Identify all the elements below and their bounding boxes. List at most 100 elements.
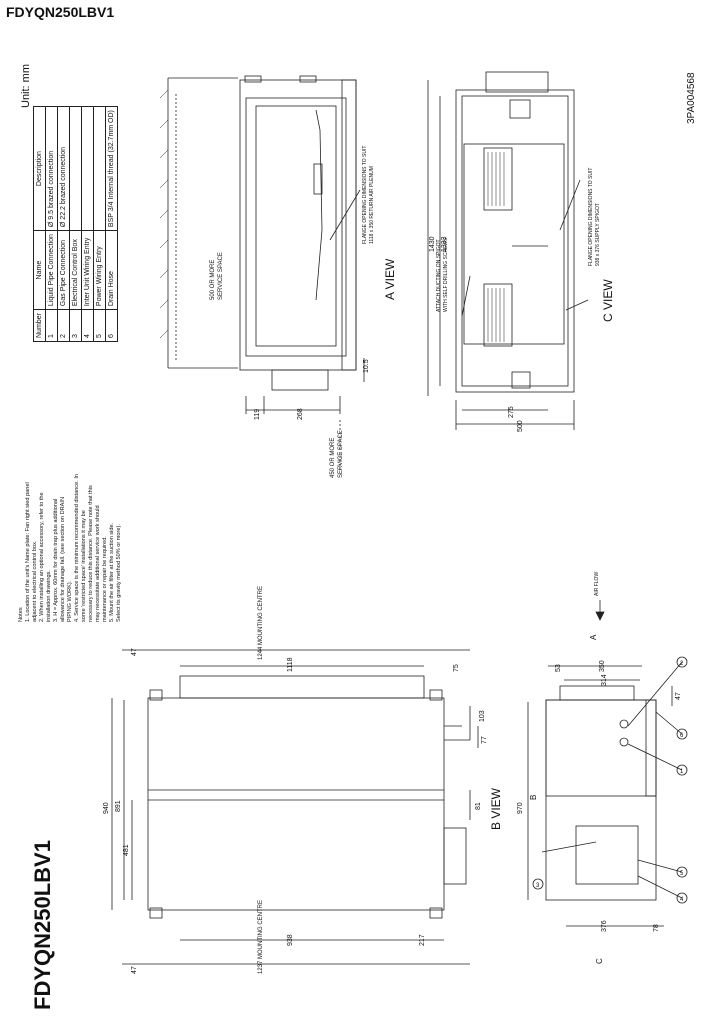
supply-spigot [575, 825, 639, 885]
dim-label: 81 [475, 802, 482, 810]
pipe-fitting [313, 163, 323, 195]
leader [329, 189, 361, 241]
pipe-port [619, 719, 629, 729]
dim-label: 1237 MOUNTING CENTRE [258, 900, 264, 974]
duct-note: WITH SELF DRILLING SCREWS [443, 237, 449, 312]
callout-number: 5 [680, 871, 684, 877]
callout-number: 3 [536, 883, 540, 889]
flange-note: FLANGE OPENING DIMENSIONS TO SUIT [362, 146, 368, 244]
section-a-label: A [589, 634, 598, 640]
dim-label: 500 [517, 420, 524, 432]
callout-circle [676, 656, 688, 668]
dim-label: 1430 [429, 236, 436, 252]
callout-circle [676, 892, 688, 904]
dim-label: 47 [675, 692, 682, 700]
dim-label: 350 [599, 660, 606, 672]
leader [627, 743, 683, 771]
callout-number: 2 [680, 661, 684, 667]
b-view-label: B VIEW [489, 787, 503, 830]
dim-label: 53 [555, 664, 562, 672]
dim-label: 103 [479, 710, 486, 722]
service-space-label: SERVICE SPACE [338, 430, 344, 478]
dim-label: 47 [131, 966, 138, 974]
hanger [429, 689, 443, 701]
service-space-label: SERVICE SPACE [218, 252, 224, 300]
top-box [485, 71, 549, 93]
dim-label: 119 [254, 409, 261, 420]
dim-label: 1333 [441, 236, 448, 252]
leader [461, 275, 471, 317]
hanger [149, 907, 163, 919]
fan-housing [483, 147, 513, 211]
dim-label: 10.5 [363, 359, 370, 373]
hatch [159, 89, 169, 339]
c-view-label: C VIEW [601, 279, 615, 322]
dim-label: 268 [297, 408, 304, 420]
hanger [429, 907, 443, 919]
a-view-drawing [427, 71, 589, 430]
fan-blades [487, 152, 505, 342]
section-b-label: B [529, 795, 538, 800]
duct-note: ATTACH DUCTING ON SPIGOT [436, 239, 442, 312]
leader [655, 711, 683, 735]
top-flange [559, 685, 635, 701]
fan-housing [483, 283, 513, 347]
leader [637, 859, 683, 873]
service-space-label: 500 OR MORE [210, 260, 216, 300]
leader [637, 875, 683, 899]
dim-label: 1118 [287, 657, 294, 672]
drain-box [271, 369, 329, 391]
side-frame [645, 699, 657, 797]
dim-label: 1244 MOUNTING CENTRE [258, 586, 264, 660]
b-view-drawing [527, 600, 688, 927]
service-space-label: 450 OR MORE [330, 438, 336, 478]
dim-label: 275 [508, 406, 515, 418]
dim-label: 77 [481, 736, 488, 744]
model-title: FDYQN250LBV1 [6, 4, 115, 20]
callout-circle [532, 878, 544, 890]
pipe [315, 109, 323, 301]
callout-number: 6 [680, 733, 684, 739]
end-panel [341, 79, 357, 371]
spigot-frame [463, 143, 565, 345]
callout-number: 1 [680, 769, 684, 775]
pipe-stubs [444, 725, 470, 741]
flange-note: FLANGE OPENING DIMENSIONS TO SUIT [588, 168, 594, 266]
dim-label: 47 [131, 648, 138, 656]
dim-label: 75 [453, 664, 460, 672]
control-box [443, 827, 467, 885]
leader [541, 841, 597, 853]
dim-label: 481 [123, 844, 130, 856]
a-view-inner [461, 95, 569, 387]
callout-circle [676, 764, 688, 776]
side-view [159, 75, 365, 470]
callout-number: 4 [680, 897, 684, 903]
dim-label: 376 [601, 920, 608, 932]
unit-inner [245, 97, 347, 357]
callout-circle [676, 728, 688, 740]
dim-label: 217 [419, 934, 426, 946]
terminal-block [509, 99, 531, 119]
dim-label: 940 [103, 802, 110, 814]
hanger [149, 689, 163, 701]
leader [559, 179, 581, 231]
bottom-view [111, 649, 479, 965]
pipe-port [619, 737, 629, 747]
bracket [299, 75, 317, 83]
b-view-upper [545, 699, 657, 797]
flange-note: 1118 x 350 RETURN AIR PLENUM [369, 166, 375, 244]
dim-label: 891 [115, 800, 122, 812]
leader [627, 661, 683, 727]
leader [565, 299, 589, 311]
terminal-block [511, 371, 531, 389]
dim-label: 938 [287, 934, 294, 946]
airflow-arrowhead [595, 611, 605, 621]
a-view-label: A VIEW [383, 258, 397, 300]
section-c-label: C [595, 958, 604, 964]
air-flow-label: AIR FLOW [594, 572, 600, 596]
dim-label: 78 [653, 924, 660, 932]
dim-label: 314 [601, 674, 608, 686]
callout-circle [676, 866, 688, 878]
dim-label: 970 [517, 802, 524, 814]
